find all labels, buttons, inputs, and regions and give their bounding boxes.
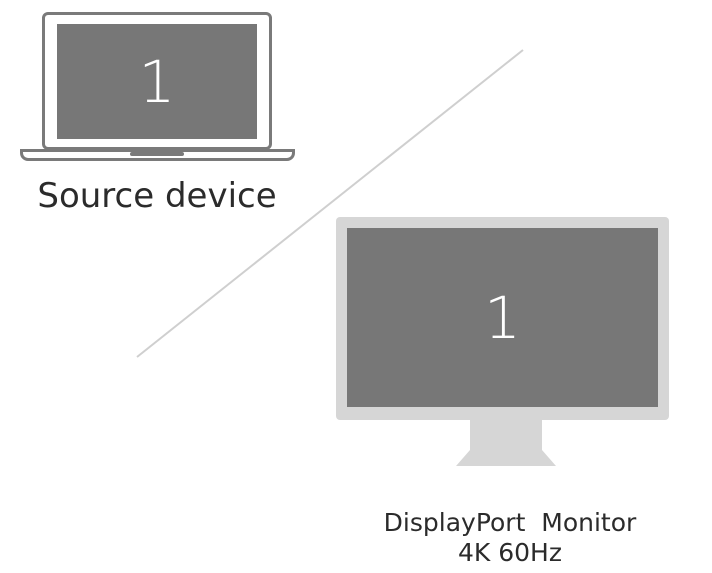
monitor-stand-foot <box>456 450 556 466</box>
monitor-label-line2: 4K 60Hz <box>458 538 562 567</box>
monitor-stand-neck <box>470 420 542 450</box>
laptop-screen-number: 1 <box>138 47 176 116</box>
monitor-bezel: 1 <box>336 217 669 420</box>
laptop-lid: 1 <box>42 12 272 150</box>
monitor-screen-number: 1 <box>484 283 521 352</box>
monitor-label-line1: DisplayPort Monitor <box>383 508 637 537</box>
diagonal-divider <box>136 49 524 358</box>
monitor-label: DisplayPort Monitor 4K 60Hz <box>340 508 680 568</box>
monitor-screen: 1 <box>347 228 658 407</box>
source-device-label: Source device <box>37 176 277 216</box>
laptop-screen: 1 <box>57 24 257 139</box>
laptop-trackpad-notch <box>130 152 184 156</box>
